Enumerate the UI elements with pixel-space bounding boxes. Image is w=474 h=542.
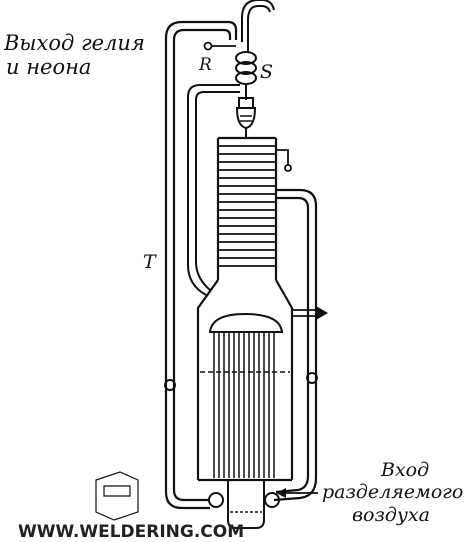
- valve-r: [203, 41, 213, 51]
- top-outlet-pipe-inner: [241, 0, 275, 42]
- side-tap-pipe: [276, 149, 289, 165]
- heat-exchanger-tubes: [213, 332, 275, 478]
- right-pipe-valve: [306, 372, 318, 384]
- air-inlet-label-1: Вход: [380, 459, 429, 481]
- upper-column: [216, 136, 278, 280]
- r-marker-label: R: [198, 55, 212, 75]
- inner-left-pipe-b: [195, 91, 240, 291]
- return-pipe-outer: [164, 20, 238, 510]
- return-pipe-inner: [172, 28, 232, 502]
- helium-neon-outlet-label-1: Выход гелия: [3, 31, 145, 55]
- air-inlet-arrowhead: [276, 488, 286, 498]
- right-pipe-inner: [275, 196, 310, 494]
- watermark-logo: [95, 471, 139, 521]
- t-marker-label: T: [143, 251, 157, 273]
- column-skirt: [196, 279, 294, 318]
- pipe-valve-t: [164, 379, 176, 391]
- bottom-assembly: [208, 480, 280, 529]
- watermark-text: WWW.WELDERING.COM: [18, 522, 244, 542]
- inner-left-pipe-a: [187, 84, 240, 296]
- helium-neon-outlet-label-2: и неона: [6, 55, 91, 79]
- side-tap-end: [284, 164, 292, 172]
- air-inlet-label-3: воздуха: [352, 504, 430, 526]
- side-outlet-arrow: [316, 306, 328, 320]
- air-inlet-label-2: разделяемого: [322, 481, 463, 503]
- right-pipe-outer: [273, 188, 318, 502]
- throttle-bulb: [235, 97, 257, 138]
- side-outlet-pipe: [292, 309, 318, 317]
- column-plates: [218, 145, 276, 267]
- lower-vessel: [196, 312, 294, 482]
- s-marker-label: S: [260, 61, 273, 83]
- top-outlet-pipe: [247, 5, 271, 42]
